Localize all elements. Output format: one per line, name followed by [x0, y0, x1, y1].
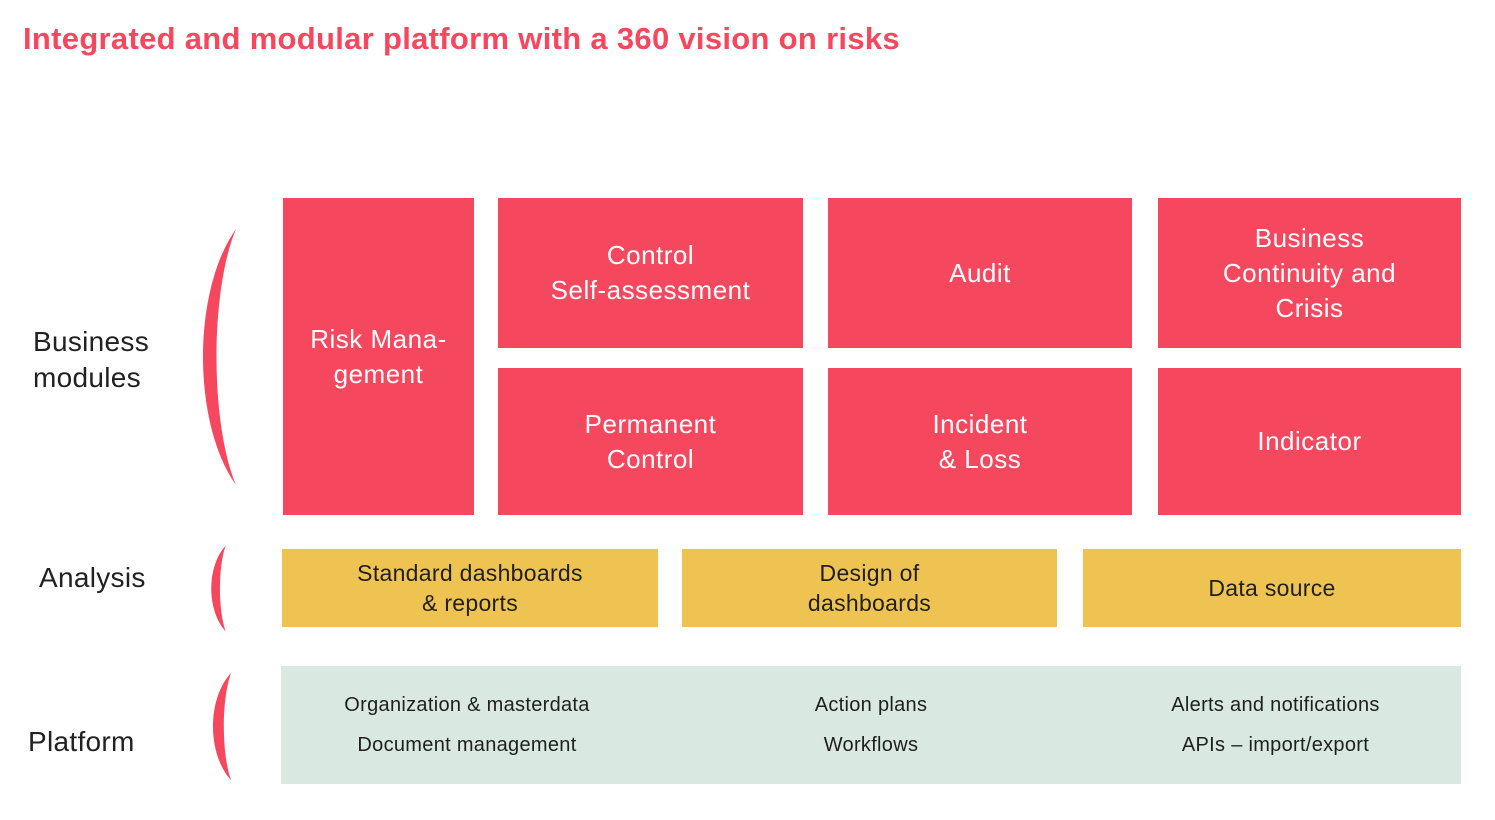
module-box-audit: Audit — [828, 198, 1132, 348]
platform-column-3: Alerts and notifications APIs – import/e… — [1090, 666, 1461, 784]
module-box-incident-and-loss: Incident & Loss — [828, 368, 1132, 515]
analysis-box-data-source: Data source — [1083, 549, 1461, 627]
open-parenthesis-icon — [211, 545, 226, 632]
analysis-row-label: Analysis — [39, 562, 146, 593]
module-box-control-self-assessment: Control Self-assessment — [498, 198, 803, 348]
module-box-permanent-control: Permanent Control — [498, 368, 803, 515]
platform-item-alerts-notifications: Alerts and notifications — [1171, 693, 1380, 716]
platform-item-action-plans: Action plans — [814, 693, 928, 716]
platform-item-document-management: Document management — [357, 733, 577, 756]
open-parenthesis-icon — [212, 672, 232, 781]
analysis-box-standard-dashboards-reports: Standard dashboards & reports — [282, 549, 658, 627]
platform-column-1: Organization & masterdata Document manag… — [281, 666, 653, 784]
platform-panel: Organization & masterdata Document manag… — [281, 666, 1461, 784]
platform-item-workflows: Workflows — [823, 733, 919, 756]
page-title: Integrated and modular platform with a 3… — [23, 21, 900, 56]
module-box-risk-management: Risk Mana- gement — [283, 198, 474, 515]
platform-item-organization-masterdata: Organization & masterdata — [344, 693, 590, 716]
business-modules-row-label: Business modules — [33, 326, 150, 393]
module-box-indicator: Indicator — [1158, 368, 1461, 515]
platform-row-label: Platform — [28, 726, 135, 757]
module-box-business-continuity-and-crisis: Business Continuity and Crisis — [1158, 198, 1461, 348]
open-parenthesis-icon — [203, 229, 236, 485]
platform-column-2: Action plans Workflows — [685, 666, 1057, 784]
platform-item-apis-import-export: APIs – import/export — [1181, 733, 1370, 756]
analysis-box-design-of-dashboards: Design of dashboards — [682, 549, 1057, 627]
